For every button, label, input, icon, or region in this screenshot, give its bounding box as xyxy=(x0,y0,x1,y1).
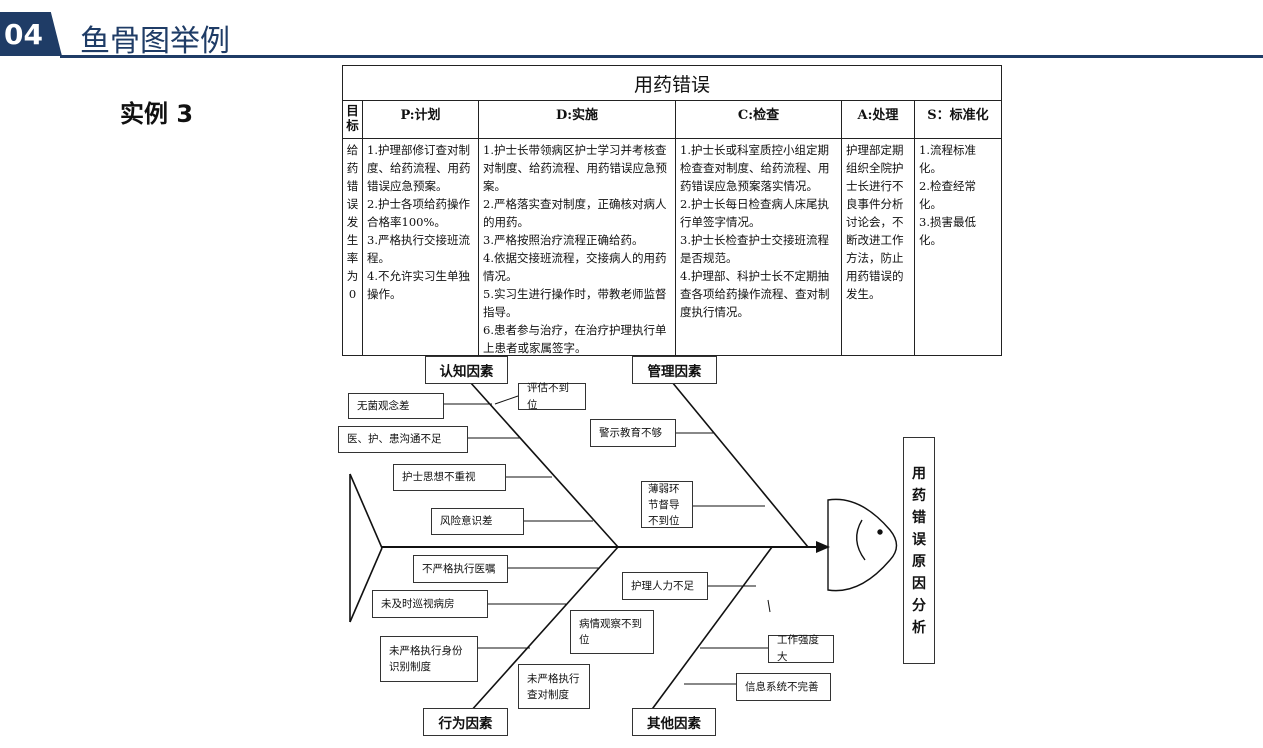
table-title: 用药错误 xyxy=(343,66,1001,101)
column-header: S：标准化 xyxy=(915,101,1001,139)
section-number: 04 xyxy=(0,12,62,56)
category-management: 管理因素 xyxy=(632,356,717,384)
category-behavior: 行为因素 xyxy=(423,708,508,736)
column-plan: P:计划 1.护理部修订查对制度、给药流程、用药错误应急预案。 2.护士各项给药… xyxy=(363,101,479,355)
cause-aseptic: 无菌观念差 xyxy=(348,393,444,419)
column-cell: 1.护士长带领病区护士学习并考核查对制度、给药流程、用药错误应急预案。 2.严格… xyxy=(483,143,667,355)
column-goal: 目标 给药错误发生率为0 xyxy=(343,101,363,355)
fishbone-head-label: 用药错误原因分析 xyxy=(903,437,935,664)
cause-ward-rounds: 未及时巡视病房 xyxy=(372,590,488,618)
category-other: 其他因素 xyxy=(632,708,716,736)
column-act: A:处理 护理部定期组织全院护士长进行不良事件分析讨论会，不断改进工作方法，防止… xyxy=(842,101,915,355)
cause-nurse-attitude: 护士思想不重视 xyxy=(393,464,506,491)
fish-tail xyxy=(349,473,383,623)
column-cell: 1.护理部修订查对制度、给药流程、用药错误应急预案。 2.护士各项给药操作合格率… xyxy=(367,143,471,301)
fish-head xyxy=(827,498,898,592)
cause-doctor-orders: 不严格执行医嘱 xyxy=(413,555,508,583)
example-label: 实例 3 xyxy=(120,100,194,128)
column-cell: 给药错误发生率为0 xyxy=(346,143,359,301)
column-cell: 护理部定期组织全院护士长进行不良事件分析讨论会，不断改进工作方法，防止用药错误的… xyxy=(846,143,904,301)
cause-warning-education: 警示教育不够 xyxy=(590,419,676,447)
cause-identity: 未严格执行身份识别制度 xyxy=(380,636,478,682)
cause-observation: 病情观察不到位 xyxy=(570,610,654,654)
cause-staffing: 护理人力不足 xyxy=(622,572,708,600)
column-standardize: S：标准化 1.流程标准化。 2.检查经常化。 3.损害最低化。 xyxy=(915,101,1001,355)
cause-weak-link: 薄弱环节督导不到位 xyxy=(641,481,693,528)
spine-arrowhead xyxy=(816,541,830,553)
pdca-table: 用药错误 目标 给药错误发生率为0 P:计划 1.护理部修订查对制度、给药流程、… xyxy=(342,65,1002,356)
cause-info-system: 信息系统不完善 xyxy=(736,673,831,701)
column-cell: 1.流程标准化。 2.检查经常化。 3.损害最低化。 xyxy=(919,143,976,247)
cause-risk-awareness: 风险意识差 xyxy=(431,508,524,535)
table-grid: 目标 给药错误发生率为0 P:计划 1.护理部修订查对制度、给药流程、用药错误应… xyxy=(343,101,1001,355)
sub-bones xyxy=(444,395,771,685)
column-header: 目标 xyxy=(343,101,362,139)
head-text: 用药错误原因分析 xyxy=(912,465,926,636)
column-check: C:检查 1.护士长或科室质控小组定期检查查对制度、给药流程、用药错误应急预案落… xyxy=(676,101,842,355)
cause-evaluation: 评估不到位 xyxy=(518,382,586,411)
header-divider xyxy=(60,55,1263,58)
category-cognition: 认知因素 xyxy=(425,356,508,384)
column-do: D:实施 1.护士长带领病区护士学习并考核查对制度、给药流程、用药错误应急预案。… xyxy=(479,101,676,355)
column-header: C:检查 xyxy=(676,101,841,139)
cause-communication: 医、护、患沟通不足 xyxy=(338,426,468,453)
page-title: 鱼骨图举例 xyxy=(80,24,230,59)
column-cell: 1.护士长或科室质控小组定期检查查对制度、给药流程、用药错误应急预案落实情况。 … xyxy=(680,143,830,319)
column-header: P:计划 xyxy=(363,101,478,139)
column-header: D:实施 xyxy=(479,101,675,139)
main-bones xyxy=(469,381,809,713)
column-header: A:处理 xyxy=(842,101,914,139)
cause-check-system: 未严格执行查对制度 xyxy=(518,664,590,709)
cause-workload: 工作强度大 xyxy=(768,634,834,663)
